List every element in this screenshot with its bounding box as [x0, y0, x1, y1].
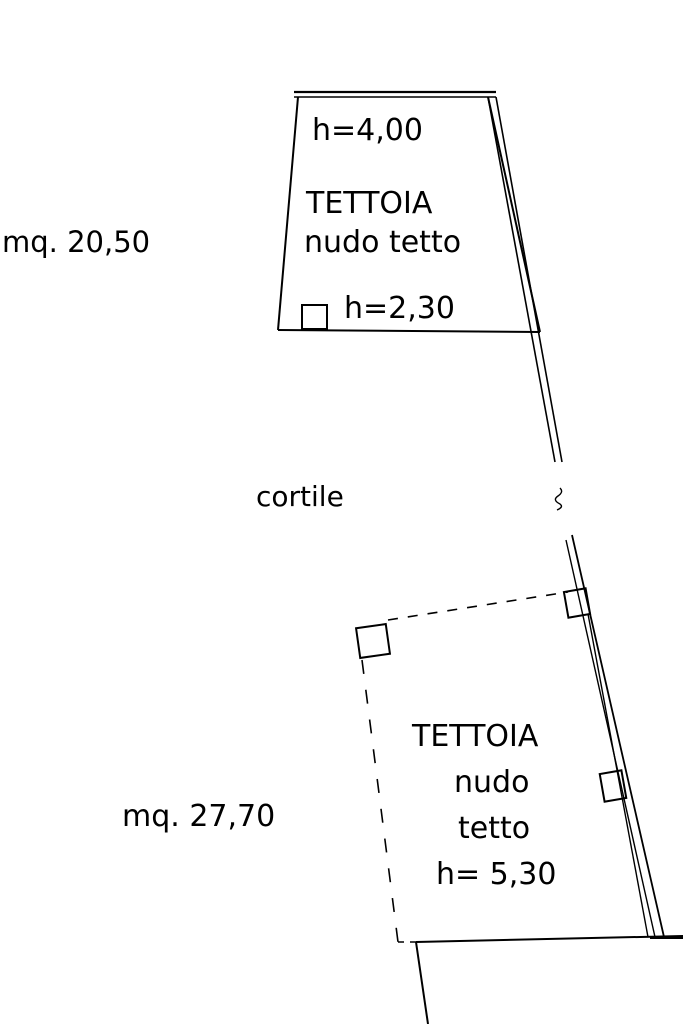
wall-pillar-marker [598, 769, 628, 803]
wall-pillar-marker [562, 587, 592, 619]
lower-shed [354, 591, 569, 943]
upper-shed-title: TETTOIA [305, 186, 433, 221]
upper-shed-area: mq. 20,50 [2, 225, 150, 259]
courtyard-label: cortile [256, 480, 344, 513]
upper-column-marker [301, 304, 328, 330]
lower-shed-line3: tetto [458, 811, 530, 846]
boundary-wall [487, 96, 665, 938]
lower-shed-height: h= 5,30 [436, 857, 556, 892]
adjacent-building [415, 935, 683, 1024]
upper-shed-height-top: h=4,00 [312, 113, 423, 148]
upper-shed-height-bottom: h=2,30 [344, 291, 455, 326]
lower-shed-title: TETTOIA [411, 719, 539, 754]
upper-shed-subtitle: nudo tetto [304, 225, 461, 260]
lower-shed-line2: nudo [454, 765, 529, 800]
lower-column-marker [354, 622, 392, 660]
lower-shed-area: mq. 27,70 [122, 799, 275, 834]
upper-shed [277, 90, 541, 333]
